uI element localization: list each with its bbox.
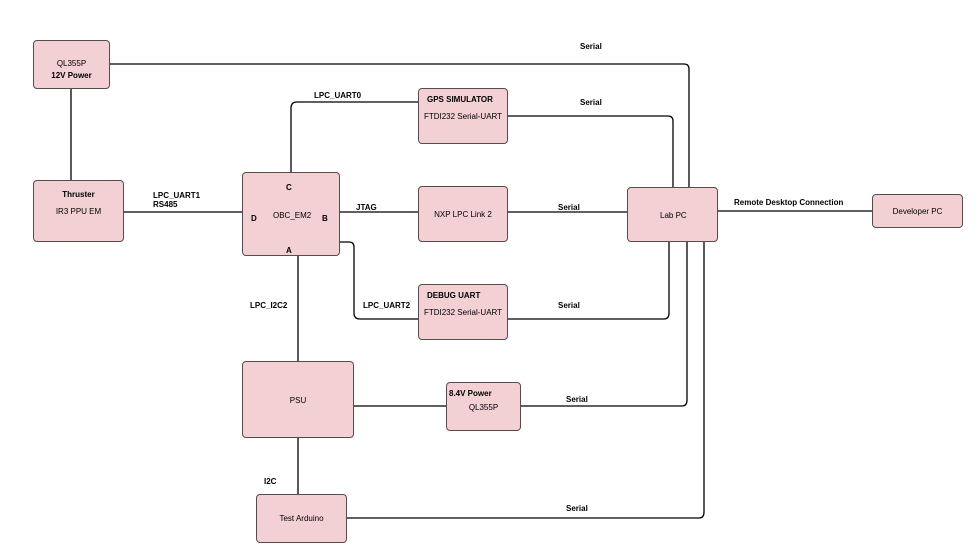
ql355p-top-line1: QL355P [56, 59, 87, 68]
labpc-label: Lab PC [660, 211, 687, 220]
lab-pc-box: Lab PC [627, 187, 718, 242]
label-serial-top: Serial [580, 42, 602, 51]
label-lpc-uart2: LPC_UART2 [363, 301, 411, 310]
obc-em2-box: C D OBC_EM2 B A [242, 172, 340, 256]
thruster-subtitle: IR3 PPU EM [55, 207, 102, 216]
obc-label: OBC_EM2 [273, 211, 312, 220]
wire-obc-gps [290, 101, 418, 172]
label-serial-ql355p: Serial [566, 395, 588, 404]
label-serial-debug: Serial [558, 301, 580, 310]
label-serial-arduino: Serial [566, 504, 588, 513]
ql355p-bottom-line1: 8.4V Power [449, 389, 492, 398]
wire-obc-debug [340, 241, 418, 320]
ql355p-8v4-power-box: 8.4V Power QL355P [446, 382, 521, 431]
nxp-label: NXP LPC Link 2 [434, 210, 492, 219]
label-serial-gps: Serial [580, 98, 602, 107]
label-i2c: I2C [264, 477, 277, 486]
label-jtag: JTAG [356, 203, 377, 212]
wire-ql355p-labpc-bottom [521, 242, 688, 407]
ql355p-12v-power-box: QL355P 12V Power [33, 40, 110, 89]
wire-arduino-labpc [347, 242, 705, 519]
label-serial-nxp: Serial [558, 203, 580, 212]
debug-title: DEBUG UART [427, 291, 481, 300]
wire-gps-labpc [508, 115, 674, 187]
obc-port-b: B [322, 214, 328, 223]
obc-port-c: C [286, 183, 292, 192]
label-lpc-uart1: LPC_UART1 [153, 191, 201, 200]
label-rs485: RS485 [153, 200, 178, 209]
label-lpc-uart0: LPC_UART0 [314, 91, 362, 100]
nxp-lpc-link-box: NXP LPC Link 2 [418, 186, 508, 242]
wire-debug-labpc [508, 242, 670, 320]
gps-subtitle: FTDI232 Serial-UART [423, 112, 503, 121]
ql355p-bottom-line2: QL355P [468, 403, 499, 412]
psu-label: PSU [289, 396, 307, 405]
obc-port-d: D [251, 214, 257, 223]
ql355p-top-line2: 12V Power [51, 71, 92, 80]
debug-uart-box: DEBUG UART FTDI232 Serial-UART [418, 284, 508, 340]
thruster-title: Thruster [62, 190, 95, 199]
test-arduino-box: Test Arduino [256, 494, 347, 543]
wire-ql355p-labpc [110, 63, 690, 187]
thruster-box: Thruster IR3 PPU EM [33, 180, 124, 242]
psu-box: PSU [242, 361, 354, 438]
gps-title: GPS SIMULATOR [427, 95, 493, 104]
developer-pc-box: Developer PC [872, 194, 963, 228]
gps-simulator-box: GPS SIMULATOR FTDI232 Serial-UART [418, 88, 508, 144]
obc-port-a: A [286, 246, 292, 255]
devpc-label: Developer PC [892, 207, 943, 216]
debug-subtitle: FTDI232 Serial-UART [423, 308, 503, 317]
label-lpc-i2c2: LPC_I2C2 [250, 301, 288, 310]
label-remote-desktop: Remote Desktop Connection [734, 198, 844, 207]
arduino-label: Test Arduino [279, 514, 324, 523]
